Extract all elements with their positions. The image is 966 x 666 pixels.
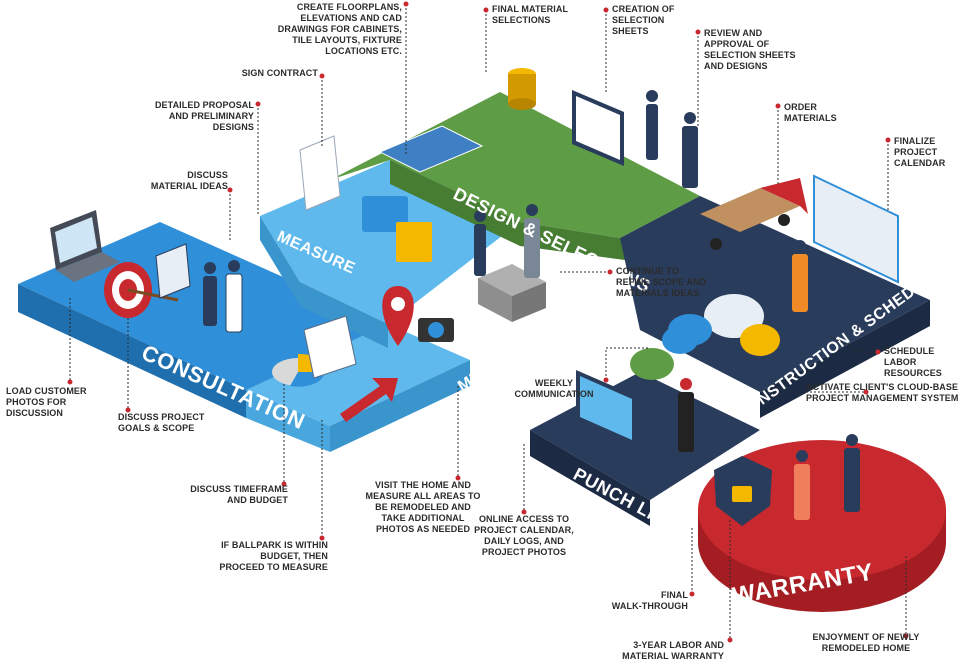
contract-icon xyxy=(299,135,341,211)
person-icon xyxy=(203,90,860,520)
label-activate-cloud: ACTIVATE CLIENT'S CLOUD-BASE PROJECT MAN… xyxy=(806,382,959,403)
target-icon xyxy=(104,262,179,318)
label-final-walk-through: FINAL WALK-THROUGH xyxy=(611,590,688,611)
map-pin-icon xyxy=(382,286,414,346)
label-selection-sheets: CREATION OF SELECTION SHEETS xyxy=(612,4,675,36)
clipboard-icon xyxy=(155,243,191,299)
label-ballpark: IF BALLPARK IS WITHIN BUDGET, THEN PROCE… xyxy=(219,540,328,572)
screen-icon xyxy=(576,370,636,444)
monitor-icon xyxy=(572,90,624,166)
camera-icon xyxy=(418,318,454,342)
paint-can-icon xyxy=(508,68,536,110)
label-schedule-labor: SCHEDULE LABOR RESOURCES xyxy=(884,346,942,378)
label-load-photos: LOAD CUSTOMER PHOTOS FOR DISCUSSION xyxy=(6,386,87,418)
label-finalize-calendar: FINALIZE PROJECT CALENDAR xyxy=(894,136,946,168)
label-final-material: FINAL MATERIAL SELECTIONS xyxy=(492,4,569,25)
label-refine-scope: CONTINUE TO REFINE SCOPE AND MATERIALS I… xyxy=(616,266,707,298)
label-online-access: ONLINE ACCESS TO PROJECT CALENDAR, DAILY… xyxy=(474,514,574,557)
label-warranty-3yr: 3-YEAR LABOR AND MATERIAL WARRANTY xyxy=(622,640,724,661)
calendar-board-icon xyxy=(813,174,899,284)
label-sign-contract: SIGN CONTRACT xyxy=(241,68,318,78)
label-weekly-communication: WEEKLY COMMUNICATION xyxy=(514,378,594,399)
chat-bubble-icon xyxy=(630,326,698,380)
leader-dots xyxy=(67,1,909,643)
label-floorplans: CREATE FLOORPLANS, ELEVATIONS AND CAD DR… xyxy=(277,2,402,56)
arrow-up-icon xyxy=(340,378,398,422)
shield-lock-icon xyxy=(714,456,772,526)
label-order-materials: ORDER MATERIALS xyxy=(784,102,837,123)
laptop-icon xyxy=(50,210,120,282)
label-proposal: DETAILED PROPOSAL AND PRELIMINARY DESIGN… xyxy=(154,100,254,132)
design-platform xyxy=(330,92,700,262)
label-review-approval: REVIEW AND APPROVAL OF SELECTION SHEETS … xyxy=(704,28,796,71)
leader-lines xyxy=(69,4,907,640)
label-visit-home: VISIT THE HOME AND MEASURE ALL AREAS TO … xyxy=(365,480,481,534)
blueprint-icon xyxy=(378,125,484,173)
label-enjoyment: ENJOYMENT OF NEWLY REMODELED HOME xyxy=(812,632,920,653)
truck-icon xyxy=(700,178,808,250)
label-timeframe-budget: DISCUSS TIMEFRAME AND BUDGET xyxy=(190,484,288,505)
briefcase-icon xyxy=(362,196,432,262)
label-goals-scope: DISCUSS PROJECT GOALS & SCOPE xyxy=(118,412,205,433)
measure-lower-platform xyxy=(246,324,470,452)
label-material-ideas: DISCUSS MATERIAL IDEAS xyxy=(150,170,228,191)
pallet-icon xyxy=(478,264,546,322)
calendar-icon xyxy=(303,315,357,379)
